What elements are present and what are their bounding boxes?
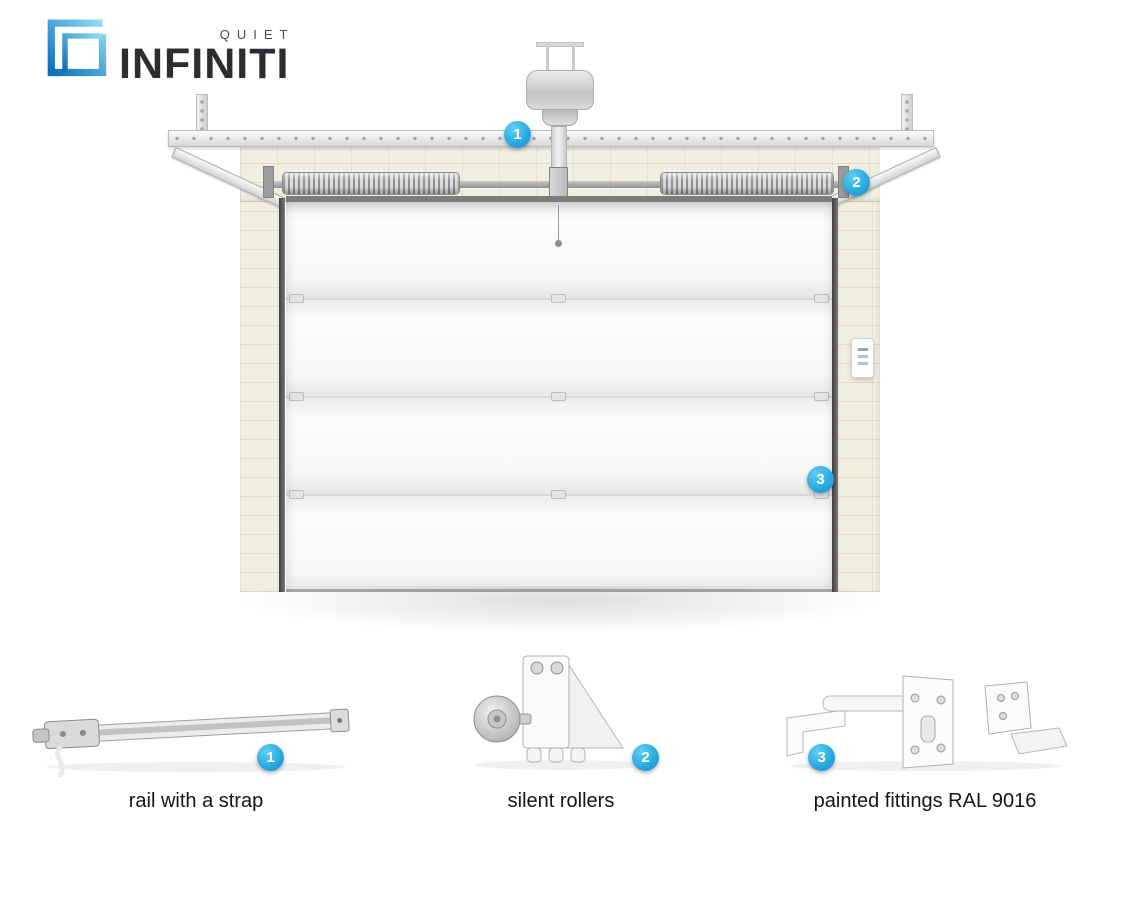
release-cord: [558, 205, 559, 241]
ceiling-hanger-right: [901, 94, 913, 132]
release-cord-handle: [555, 240, 562, 247]
logo-mark-icon: [47, 19, 107, 77]
legend-caption-fittings: painted fittings RAL 9016: [813, 790, 1037, 812]
door-panel: [286, 202, 832, 298]
legend-badge-2: 2: [632, 744, 659, 771]
hinge: [289, 294, 304, 303]
floor-shadow: [232, 586, 888, 634]
motor-strap: [546, 46, 549, 72]
spring-center-bracket: [549, 167, 568, 197]
torsion-spring-right: [660, 172, 834, 195]
legend-item-rail: 1 rail with a strap: [28, 692, 364, 813]
door-header-seal: [286, 196, 832, 202]
legend-item-rollers: 2 silent rollers: [455, 648, 667, 813]
legend-caption-rail: rail with a strap: [128, 790, 264, 812]
door-panels: [286, 202, 832, 592]
hinge: [551, 490, 566, 499]
legend-badge-3: 3: [808, 744, 835, 771]
brand-tagline: QUIET: [219, 27, 295, 42]
hinge: [289, 392, 304, 401]
motor-unit: [526, 70, 594, 110]
torsion-spring-left: [282, 172, 460, 195]
door-panel: [286, 494, 832, 592]
rail-thumbnail: [32, 708, 350, 777]
wall-pillar-right: [835, 202, 880, 592]
hinge: [814, 392, 829, 401]
motor-mount: [536, 42, 584, 47]
callout-3: 3: [807, 466, 834, 493]
callout-1: 1: [504, 121, 531, 148]
wall-control: [851, 338, 874, 378]
hinge: [814, 294, 829, 303]
motor-strap: [572, 46, 575, 72]
vertical-track-right: [832, 198, 838, 592]
motor-unit-neck: [542, 109, 578, 126]
vertical-track-left: [279, 198, 285, 592]
legend-item-fittings: 3 painted fittings RAL 9016: [770, 668, 1080, 813]
spring-end-bracket-left: [263, 166, 274, 198]
door-panel: [286, 298, 832, 396]
hinge: [551, 294, 566, 303]
hinge: [289, 490, 304, 499]
hinge: [551, 392, 566, 401]
rollers-thumbnail: [473, 655, 646, 770]
fittings-thumbnail: [786, 675, 1068, 771]
door-panel: [286, 396, 832, 494]
brand-text: QUIET INFINITI: [119, 27, 289, 87]
brand-logo: QUIET INFINITI: [44, 14, 289, 87]
door-bottom-line: [286, 589, 832, 592]
brand-name: INFINITI: [119, 40, 290, 88]
legend-caption-rollers: silent rollers: [507, 790, 615, 812]
callout-2: 2: [843, 169, 870, 196]
wall-pillar-left: [240, 202, 285, 592]
legend-badge-1: 1: [257, 744, 284, 771]
ceiling-hanger-left: [196, 94, 208, 132]
